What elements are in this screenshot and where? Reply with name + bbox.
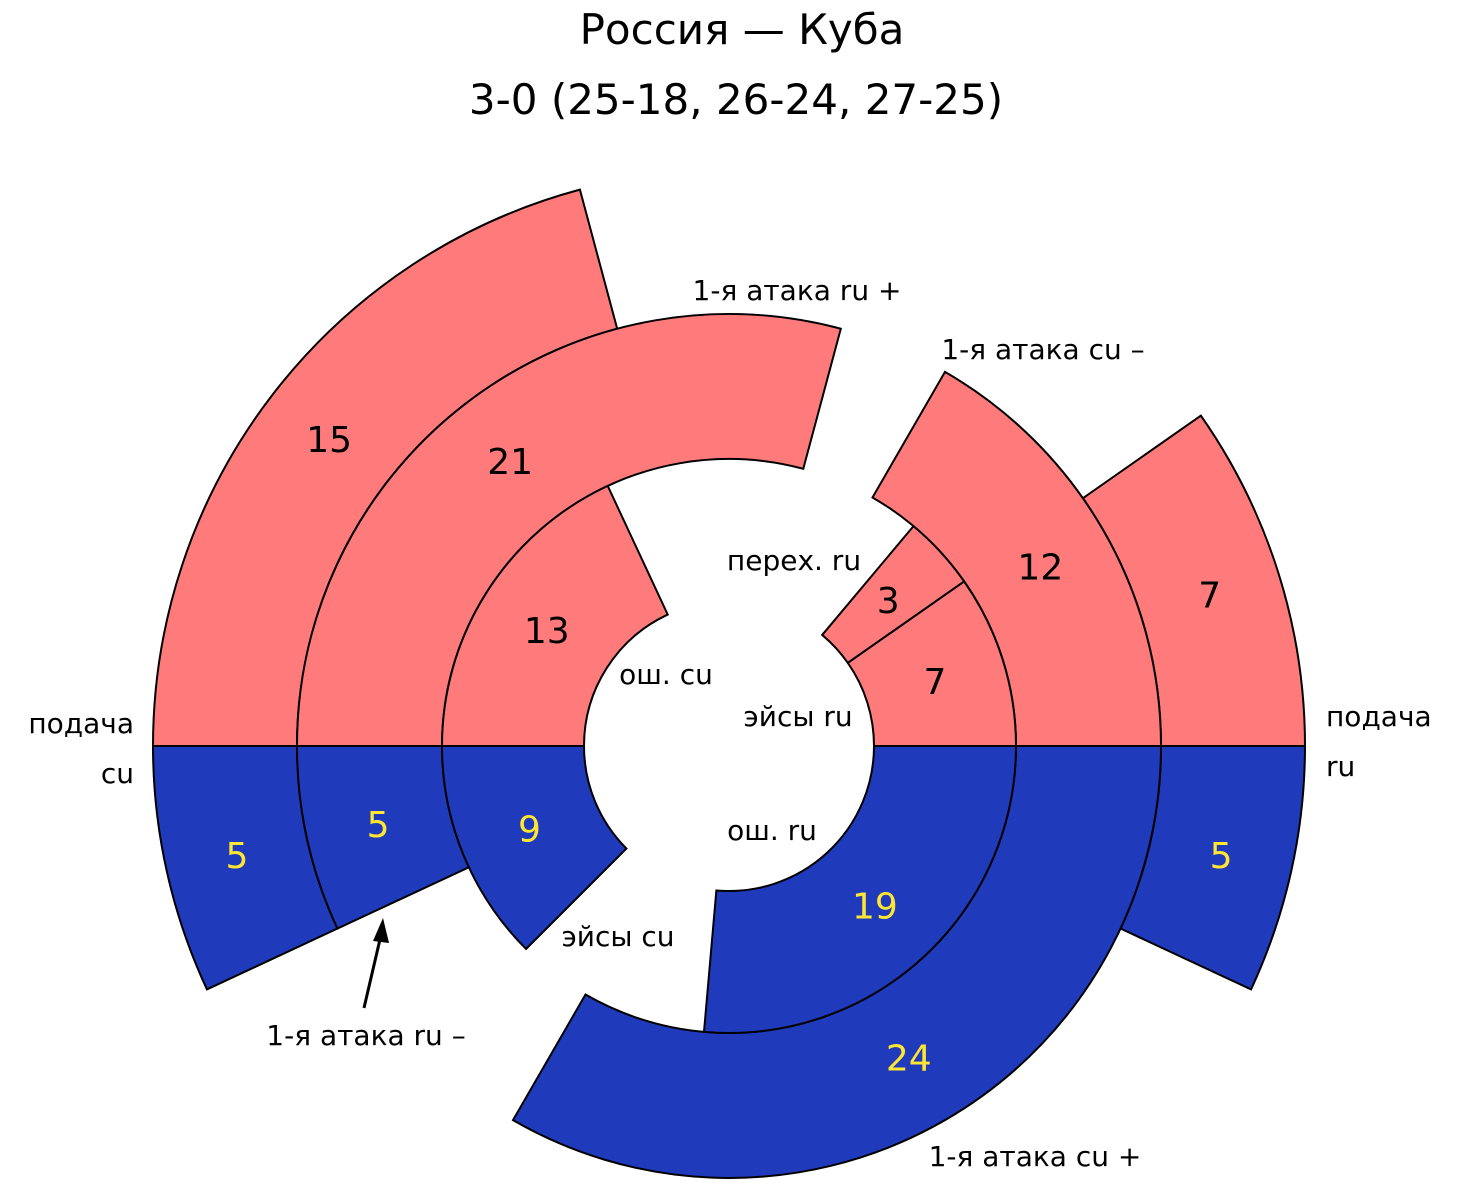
first-attack-ru-minus-label: 1-я атака ru – <box>266 1019 465 1052</box>
aces-cu-sector <box>440 745 628 951</box>
segments-layer <box>151 188 1307 1179</box>
annotation-arrow-head <box>373 918 389 943</box>
chart-title: Россия — Куба <box>580 5 905 54</box>
chart-subtitle: 3-0 (25-18, 26-24, 27-25) <box>469 75 1003 124</box>
blocks-ru-value: 3 <box>877 581 900 622</box>
aces-ru-label: эйсы ru <box>743 700 852 733</box>
aces-ru-value: 7 <box>924 662 947 703</box>
errors-ru-value: 19 <box>852 886 898 927</box>
first-attack-cu-minus-value: 12 <box>1017 547 1063 588</box>
aces-cu-value: 9 <box>518 810 541 851</box>
errors-ru-sector <box>702 745 1018 1034</box>
errors-ru-label: ош. ru <box>727 814 817 847</box>
first-attack-ru-plus-value: 21 <box>487 442 533 483</box>
serve-ru-russia-value: 7 <box>1198 575 1221 616</box>
errors-cu-label: ош. cu <box>619 658 713 691</box>
first-attack-ru-plus-label: 1-я атака ru + <box>693 274 902 307</box>
serve-ru-label-line2: ru <box>1326 750 1355 783</box>
serve-cu-label-line1: подача <box>28 707 134 740</box>
errors-cu-sector <box>440 484 670 747</box>
serve-cu-label-line2: cu <box>101 757 134 790</box>
serve-ru-cuba-value: 5 <box>1210 836 1233 877</box>
first-attack-cu-plus-label: 1-я атака cu + <box>929 1140 1142 1173</box>
errors-cu-value: 13 <box>524 611 570 652</box>
aces-cu-label: эйсы cu <box>561 920 674 953</box>
first-attack-cu-plus-value: 24 <box>886 1038 932 1079</box>
first-attack-ru-plus-sector <box>295 313 843 747</box>
annotation-arrow-line <box>362 934 383 1009</box>
blocks-ru-sector <box>820 524 966 665</box>
first-attack-ru-minus-value: 5 <box>367 805 390 846</box>
serve-cu-cuba-value: 5 <box>225 836 248 877</box>
blocks-ru-label: перех. ru <box>727 544 861 577</box>
serve-ru-label-line1: подача <box>1326 700 1432 733</box>
serve-cu-russia-value: 15 <box>306 420 352 461</box>
first-attack-cu-minus-label: 1-я атака cu – <box>941 333 1144 366</box>
